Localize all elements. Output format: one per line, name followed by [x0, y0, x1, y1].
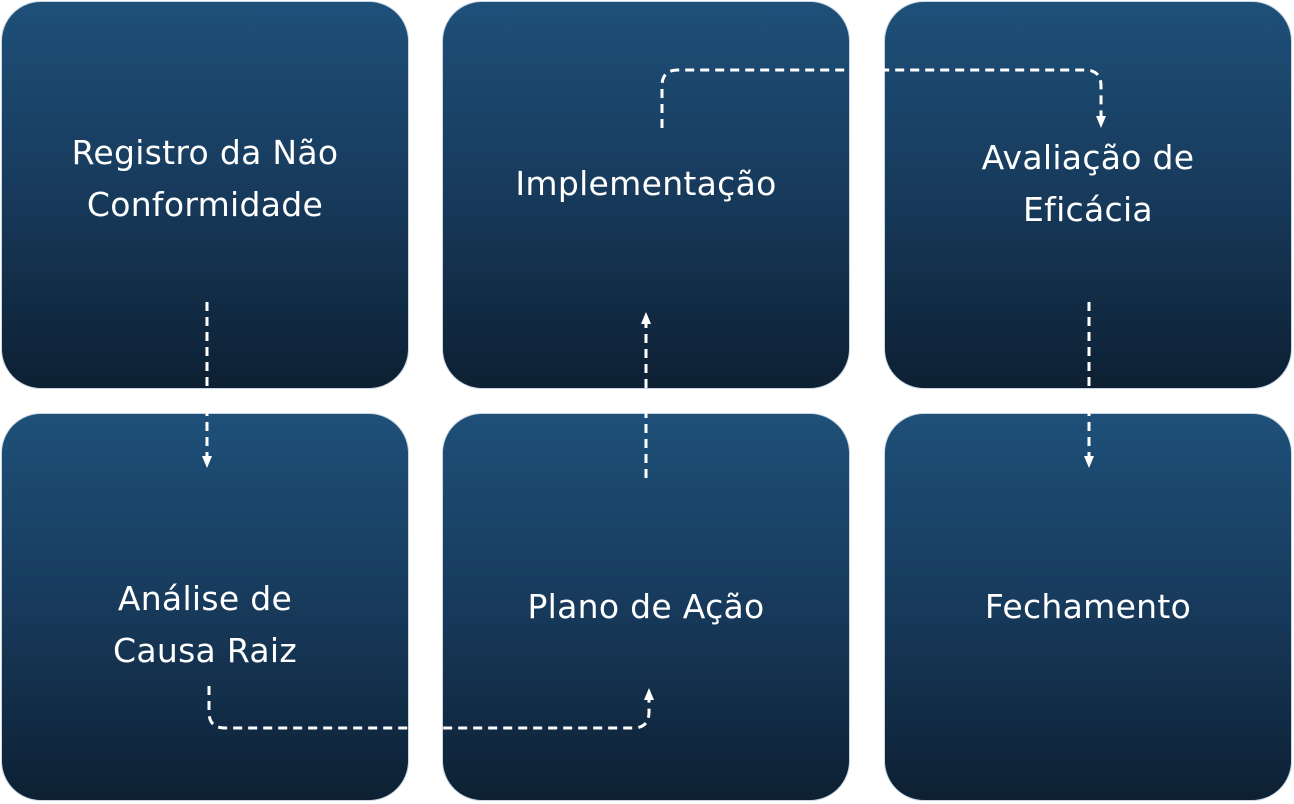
- step-card-registro: Registro da Não Conformidade: [1, 1, 409, 389]
- step-label-implementacao: Implementação: [515, 164, 777, 203]
- step-label-registro: Registro da Não Conformidade: [71, 133, 339, 224]
- step-card-fechamento: Fechamento: [884, 413, 1292, 801]
- step-label-avaliacao: Avaliação de Eficácia: [981, 138, 1195, 229]
- step-label-fechamento: Fechamento: [984, 587, 1192, 626]
- step-card-analise: Análise de Causa Raiz: [1, 413, 409, 801]
- step-label-analise: Análise de Causa Raiz: [112, 578, 297, 670]
- step-card-implementacao: Implementação: [442, 1, 850, 389]
- step-card-avaliacao: Avaliação de Eficácia: [884, 1, 1292, 389]
- step-card-plano: Plano de Ação: [442, 413, 850, 801]
- step-label-plano: Plano de Ação: [527, 587, 765, 626]
